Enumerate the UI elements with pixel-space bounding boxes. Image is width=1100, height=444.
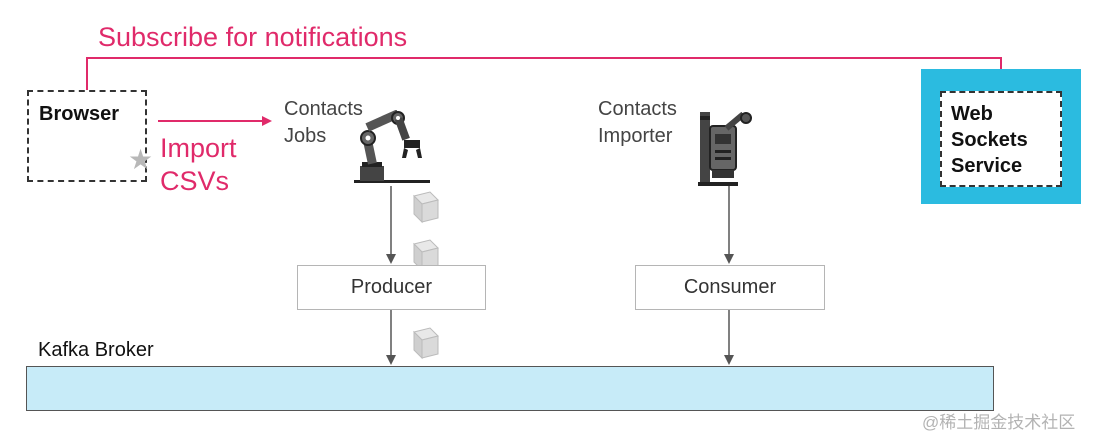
web-sockets-line-3: Service [951,155,1023,177]
producer-label: Producer [350,276,433,298]
robot-arm-icon [354,110,430,183]
subscribe-arrow [86,57,1006,91]
contacts-importer-line-2: Importer [598,125,673,147]
browser-box [27,90,147,182]
browser-label: Browser [39,103,120,125]
consumer-label: Consumer [683,276,777,298]
subscribe-label: Subscribe for notifications [98,22,408,52]
import-line-2: CSVs [160,166,230,196]
cube-icon [413,191,439,224]
web-sockets-line-2: Sockets [951,129,1028,151]
import-line-1: Import [160,133,237,163]
contacts-jobs-line-1: Contacts [284,98,363,120]
web-sockets-box [940,91,1062,187]
star-icon: ★ [128,144,154,175]
scanner-robot-icon [698,112,752,186]
kafka-broker-label: Kafka Broker [38,339,154,361]
import-csvs-label: Import CSVs [160,132,237,198]
contacts-jobs-line-2: Jobs [284,125,327,147]
contacts-jobs-label: Contacts Jobs [284,96,363,150]
web-sockets-line-1: Web [951,103,993,125]
consumer-box: Consumer [635,265,825,310]
web-sockets-label: Web Sockets Service [951,101,1061,179]
cube-icon [413,327,439,360]
contacts-importer-label: Contacts Importer [598,96,677,150]
watermark: @稀土掘金技术社区 [922,413,1076,432]
kafka-broker-bar [26,366,994,411]
producer-box: Producer [297,265,486,310]
contacts-importer-line-1: Contacts [598,98,677,120]
